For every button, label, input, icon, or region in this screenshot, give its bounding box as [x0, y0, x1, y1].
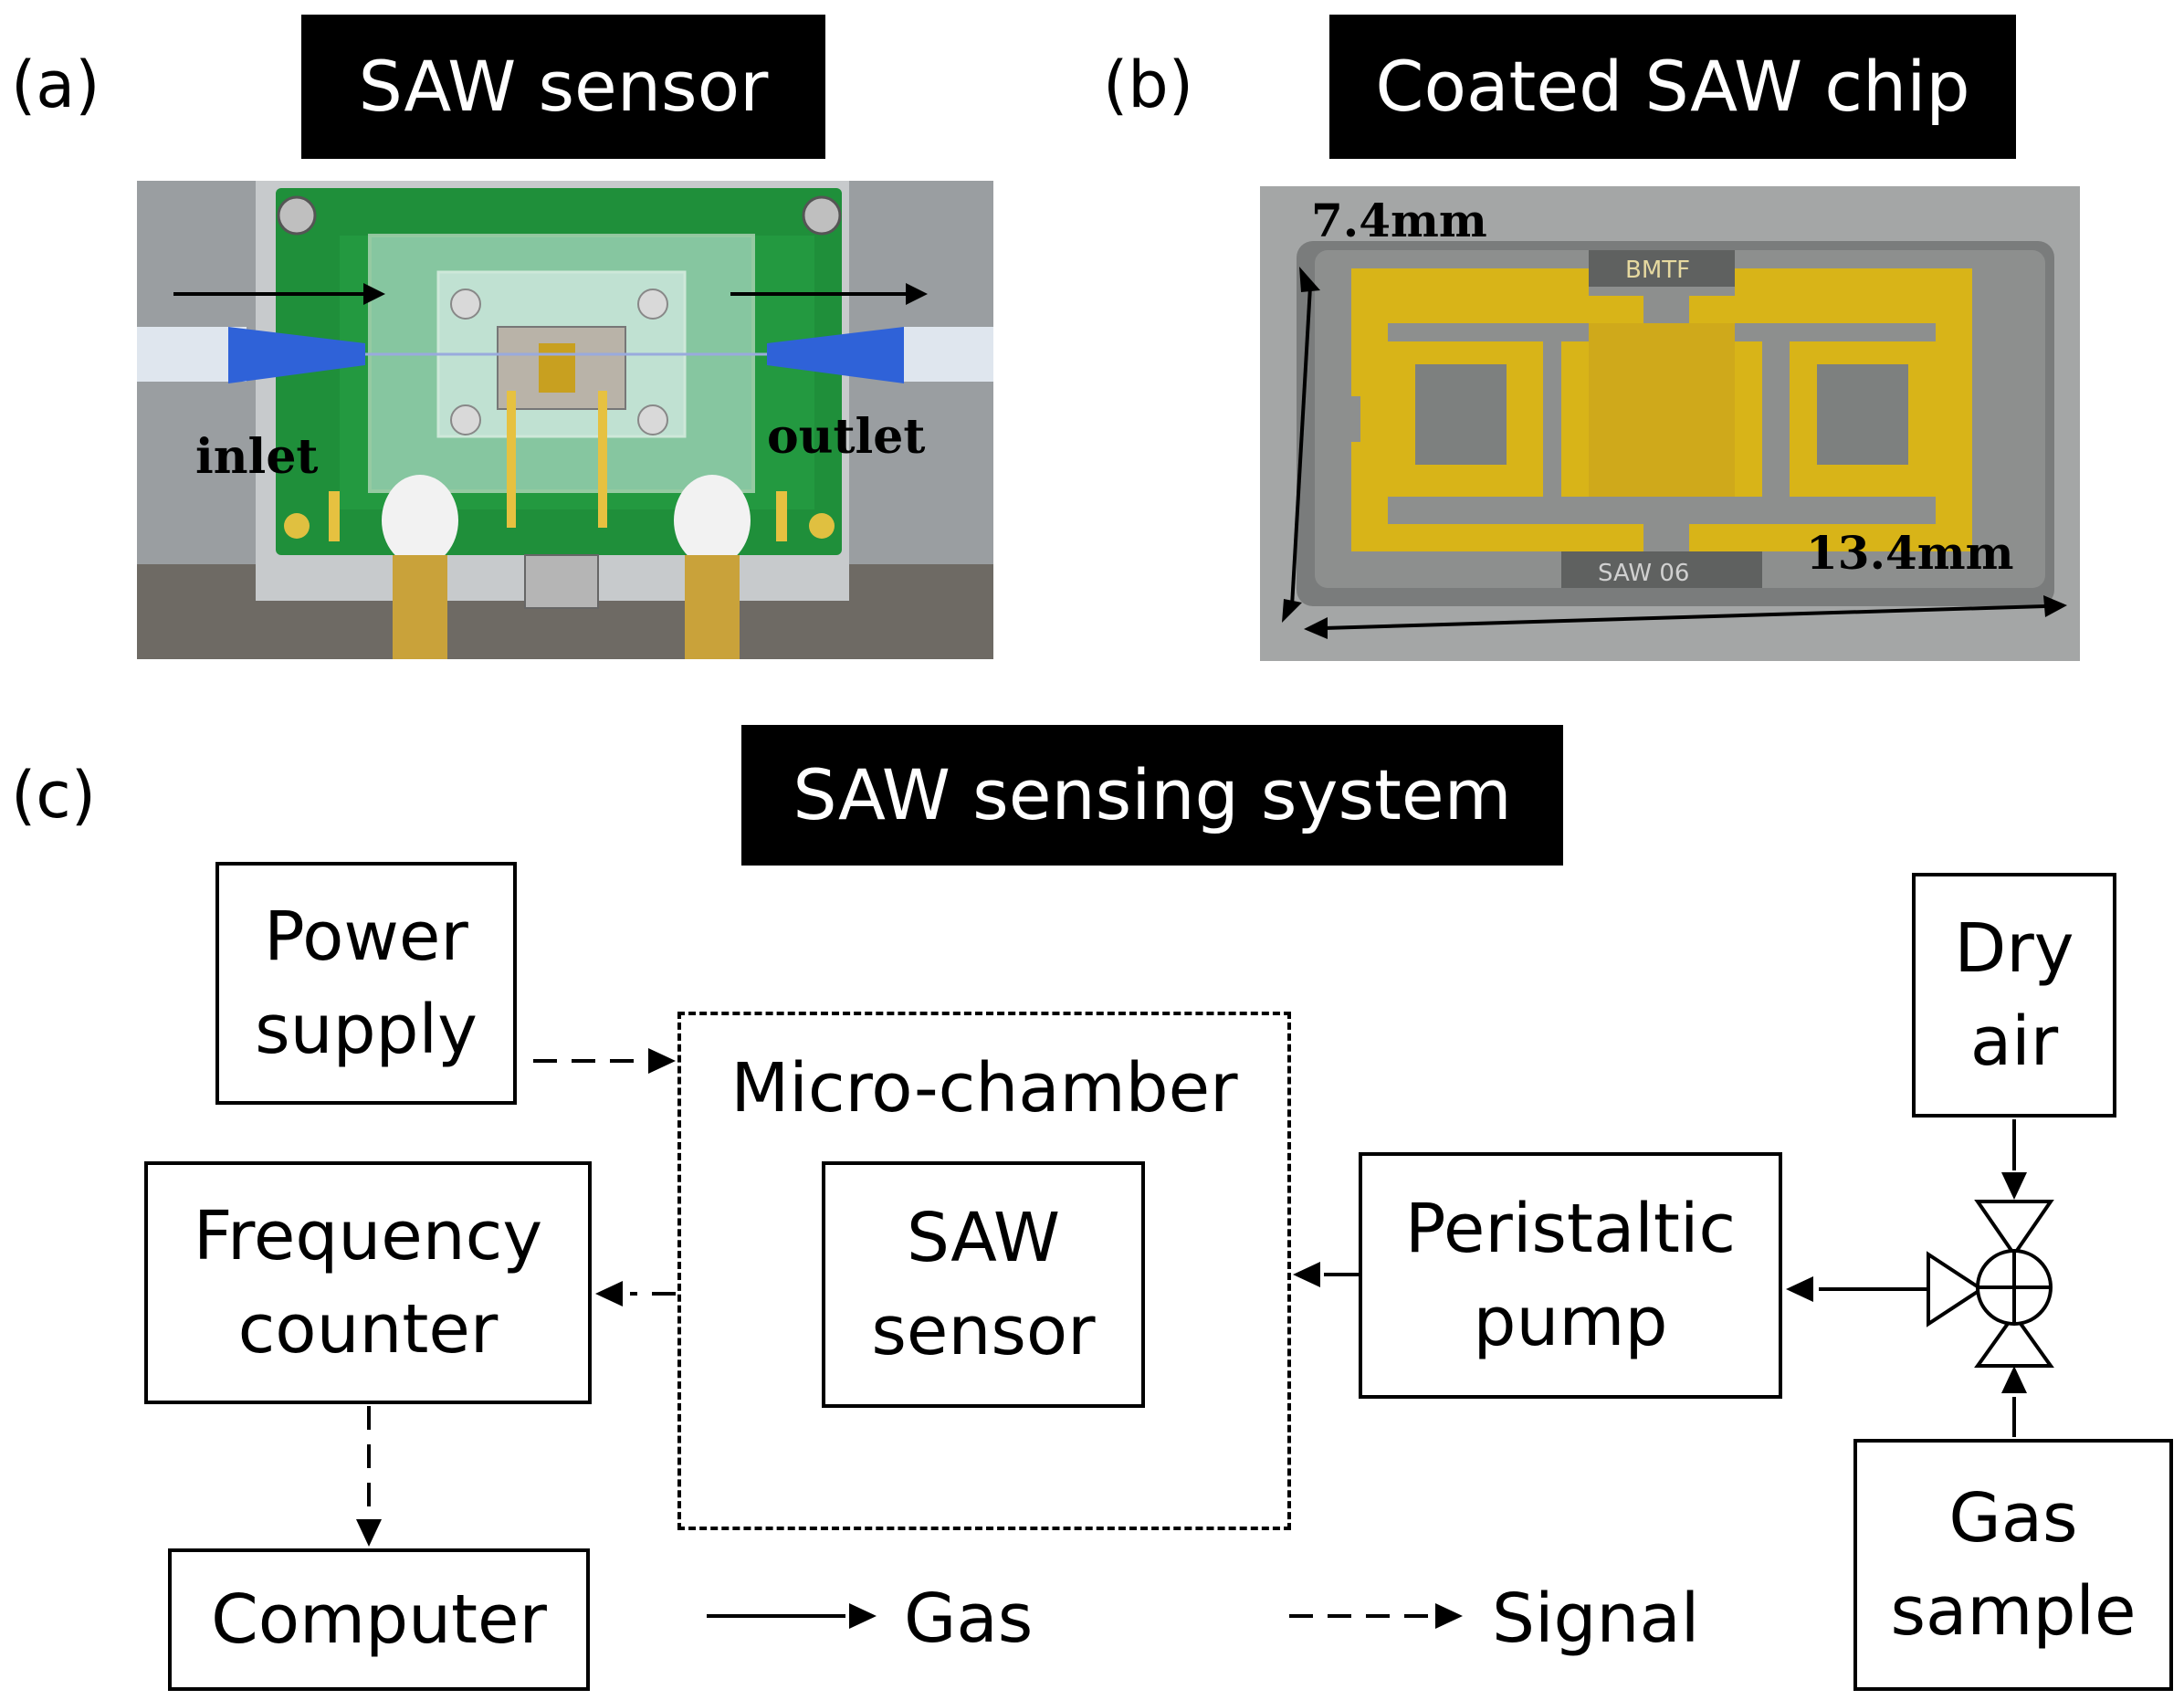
panel-a-title: SAW sensor: [301, 15, 825, 159]
panel-c-letter: (c): [11, 758, 97, 833]
gas-sample-gas-arrow: [2001, 1366, 2027, 1437]
three-way-valve-icon: [1927, 1200, 2054, 1368]
gas-sample-box: Gas sample: [1853, 1439, 2173, 1691]
counter-signal-arrow: [595, 1281, 676, 1306]
computer-signal-arrow: [356, 1406, 382, 1547]
frequency-counter-label: Frequency counter: [193, 1196, 543, 1369]
power-supply-label: Power supply: [255, 897, 478, 1069]
dry-air-box: Dry air: [1912, 873, 2116, 1118]
peristaltic-pump-box: Peristaltic pump: [1359, 1152, 1782, 1399]
micro-chamber-label: Micro-chamber: [730, 1049, 1238, 1128]
legend-gas-arrow: [707, 1603, 877, 1629]
saw-sensor-label: SAW sensor: [871, 1198, 1096, 1370]
pump-to-chamber-gas-arrow: [1293, 1262, 1359, 1287]
chip-length-label: 13.4mm: [1806, 526, 2014, 580]
saw-sensor-box: SAW sensor: [822, 1161, 1145, 1408]
computer-box: Computer: [168, 1548, 590, 1691]
gas-sample-label: Gas sample: [1890, 1478, 2137, 1651]
power-supply-box: Power supply: [215, 862, 517, 1105]
computer-label: Computer: [211, 1579, 547, 1659]
dry-air-label: Dry air: [1954, 908, 2074, 1081]
panel-a-letter: (a): [11, 47, 100, 122]
power-signal-arrow: [533, 1048, 676, 1074]
valve-to-pump-gas-arrow: [1786, 1276, 1928, 1302]
panel-c-title: SAW sensing system: [741, 725, 1563, 866]
peristaltic-pump-label: Peristaltic pump: [1404, 1189, 1737, 1361]
legend-gas-label: Gas: [904, 1579, 1034, 1658]
legend-signal-arrow: [1289, 1603, 1463, 1629]
coated-saw-chip-photo: BMTF SAW 06 7.4mm 13.4mm: [1260, 186, 2080, 661]
saw-sensor-photo: inlet outlet: [137, 181, 993, 659]
chip-mark-bottom: SAW 06: [1598, 560, 1689, 587]
frequency-counter-box: Frequency counter: [144, 1161, 592, 1404]
micro-chamber-box: [677, 1012, 1291, 1530]
panel-b-letter: (b): [1103, 47, 1194, 122]
panel-b-title: Coated SAW chip: [1329, 15, 2016, 159]
outlet-label: outlet: [767, 409, 926, 465]
dry-air-gas-arrow: [2001, 1119, 2027, 1200]
inlet-label: inlet: [195, 429, 319, 485]
chip-width-label: 7.4mm: [1311, 194, 1487, 247]
chip-mark-top: BMTF: [1625, 257, 1690, 284]
legend-signal-label: Signal: [1492, 1579, 1700, 1658]
